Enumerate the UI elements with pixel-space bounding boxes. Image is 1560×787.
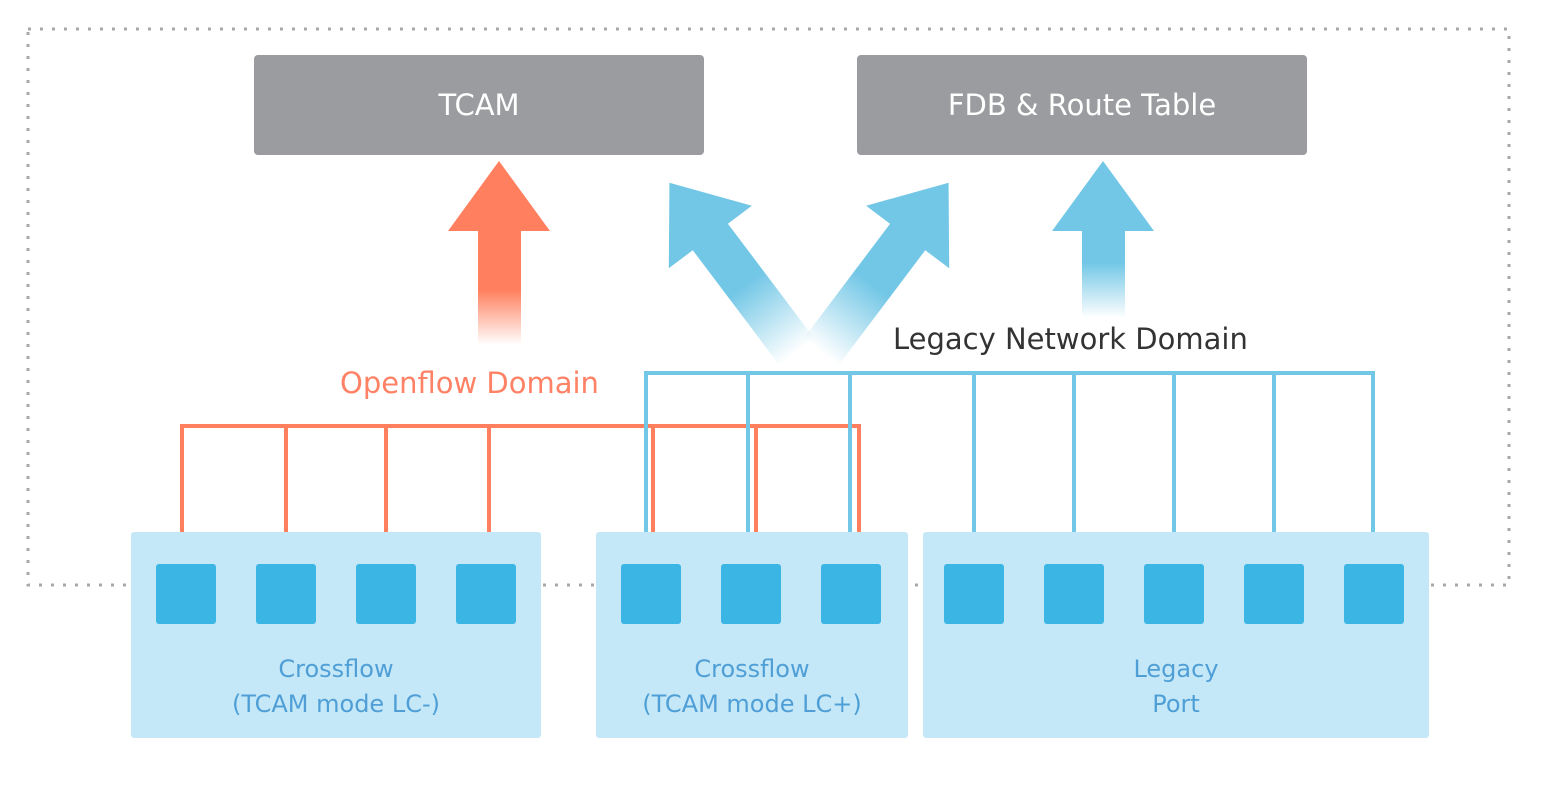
line-card-mode: (TCAM mode LC-) [232,690,440,718]
openflow-domain-bracket [180,424,861,532]
port [821,564,881,624]
port [1144,564,1204,624]
port [356,564,416,624]
line-card-label: Legacy Port [923,652,1429,722]
line-card-name: Legacy [1133,655,1219,683]
line-card-mode: Port [1152,690,1200,718]
line-card-label: Crossflow (TCAM mode LC+) [596,652,908,722]
legacy-arrow-to-tcam [668,182,815,366]
port [721,564,781,624]
port [456,564,516,624]
port [1044,564,1104,624]
port [256,564,316,624]
openflow-domain-label: Openflow Domain [340,366,599,400]
line-card-name: Crossflow [278,655,394,683]
openflow-arrow-to-tcam [448,161,550,345]
legacy-domain-label: Legacy Network Domain [893,322,1248,356]
line-card-legacy-port: Legacy Port [923,532,1429,738]
legacy-arrow-up-to-fdb [1052,161,1154,318]
legacy-arrow-to-fdb [803,182,950,366]
port [944,564,1004,624]
port [1244,564,1304,624]
line-card-mode: (TCAM mode LC+) [642,690,862,718]
tcam-table: TCAM [254,55,704,155]
line-card-crossflow-lc-plus: Crossflow (TCAM mode LC+) [596,532,908,738]
tcam-label: TCAM [438,88,520,122]
fdb-route-table: FDB & Route Table [857,55,1307,155]
port [621,564,681,624]
line-card-label: Crossflow (TCAM mode LC-) [131,652,541,722]
fdb-label: FDB & Route Table [947,88,1217,122]
line-card-crossflow-lc-minus: Crossflow (TCAM mode LC-) [131,532,541,738]
port [1344,564,1404,624]
legacy-domain-bracket [644,371,1375,532]
line-card-name: Crossflow [694,655,810,683]
port [156,564,216,624]
